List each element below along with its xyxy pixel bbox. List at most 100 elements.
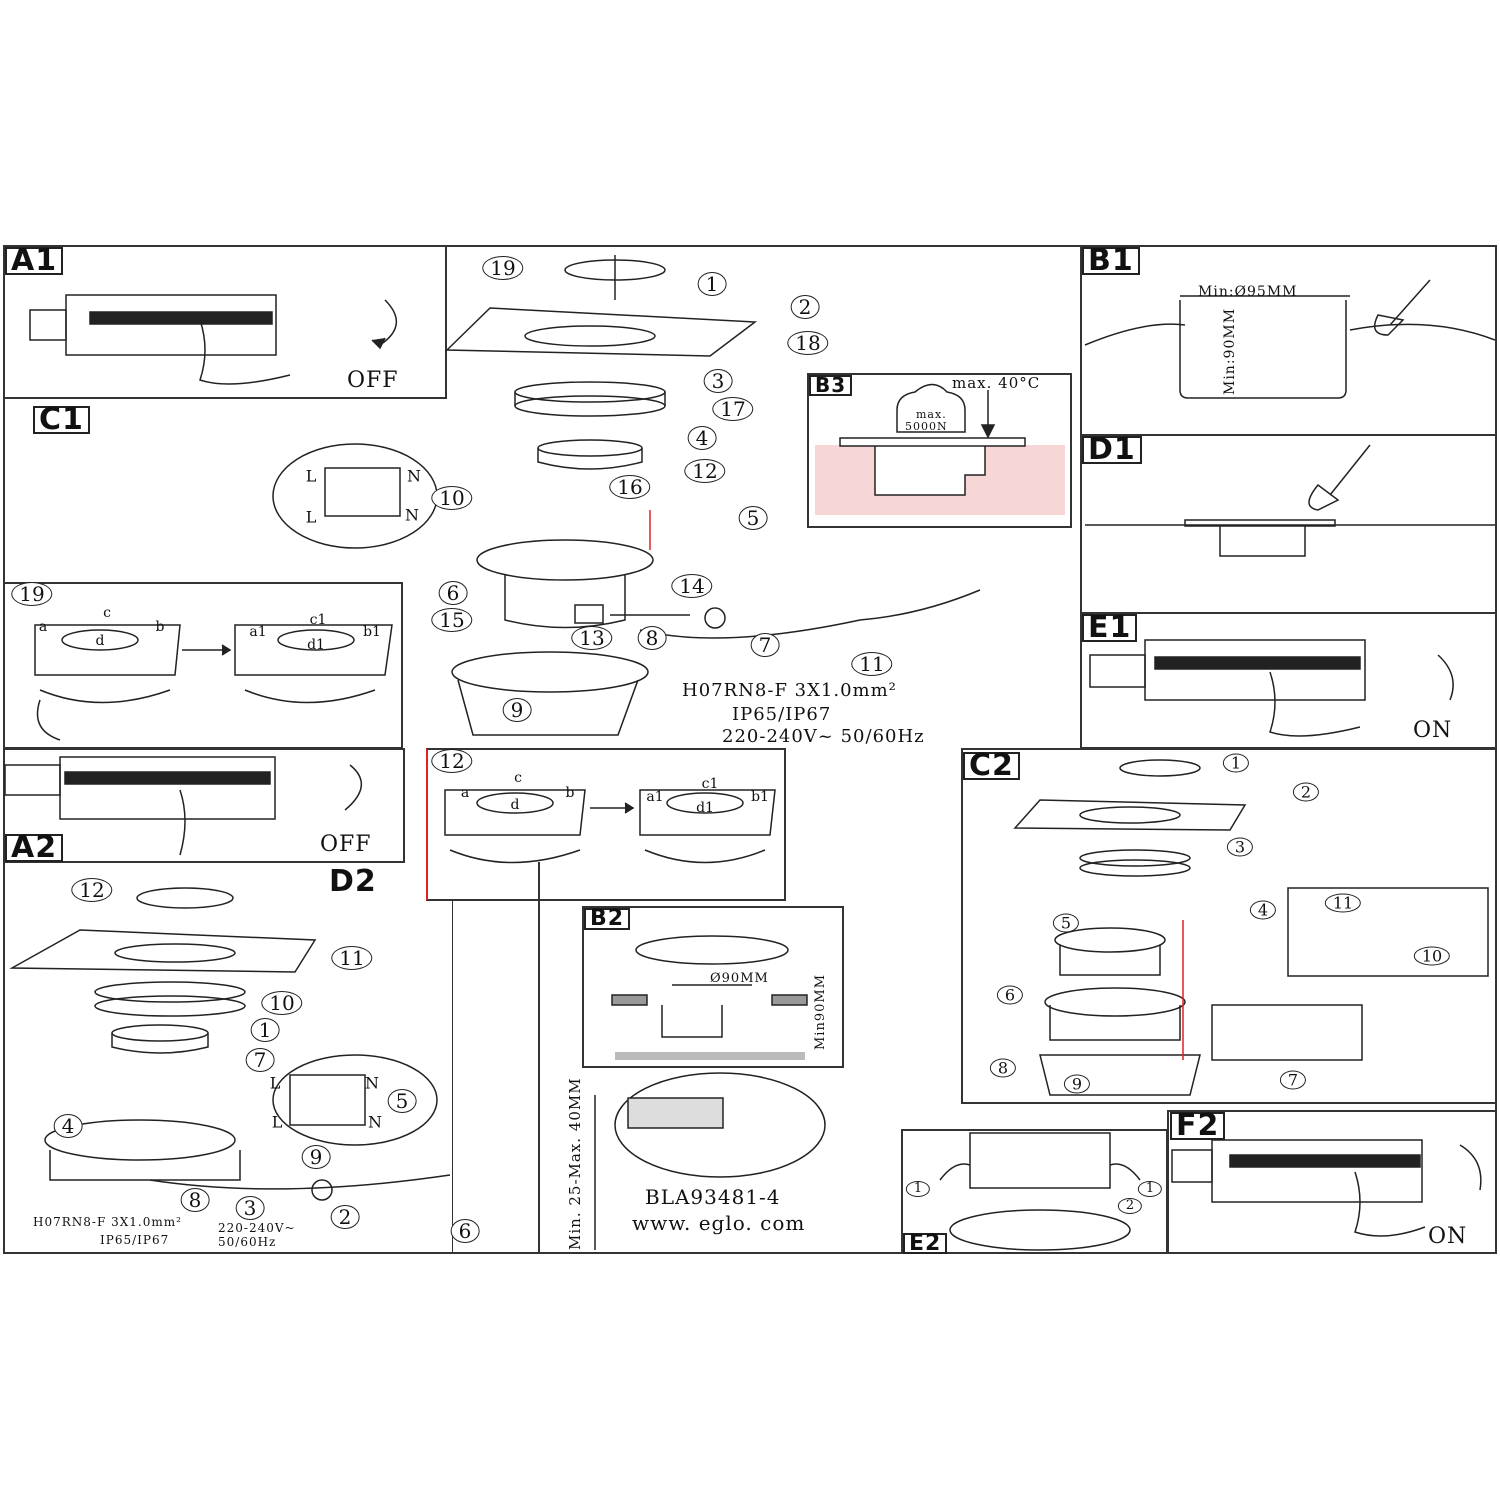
callout: 3 xyxy=(1226,837,1254,857)
screw-label: b1 xyxy=(751,789,769,805)
callout: 16 xyxy=(609,475,651,499)
cable-connection-view xyxy=(9,887,451,1201)
panel-label-c1: C1 xyxy=(33,405,90,435)
callout: 18 xyxy=(787,331,829,355)
callout: 8 xyxy=(989,1058,1017,1078)
screw-label: a1 xyxy=(646,789,664,805)
terminal-l: L xyxy=(305,507,317,527)
callout: 12 xyxy=(431,749,473,773)
voltage-spec: 220-240V~ 50/60Hz xyxy=(722,726,925,747)
cutout-diameter: Ø90MM xyxy=(710,971,769,986)
switch-state-on: ON xyxy=(1413,718,1453,743)
callout: 7 xyxy=(1279,1070,1307,1090)
callout: 8 xyxy=(637,626,667,650)
circuit-breaker-icon xyxy=(29,294,397,385)
panel-f2 xyxy=(1167,1110,1497,1254)
callout: 3 xyxy=(703,369,733,393)
cable-spec: H07RN8-F 3X1.0mm² xyxy=(682,680,897,701)
callout: 5 xyxy=(387,1089,417,1113)
terminal-n: N xyxy=(365,1073,379,1093)
lamp-exploded-view xyxy=(272,255,981,736)
callout: 4 xyxy=(687,426,717,450)
terminal-n: N xyxy=(405,505,419,525)
callout: 8 xyxy=(180,1188,210,1212)
surface-thickness: Min. 25-Max. 40MM xyxy=(566,1077,584,1250)
callout: 3 xyxy=(235,1196,265,1220)
callout: 2 xyxy=(330,1205,360,1229)
panel-label-b1: B1 xyxy=(1082,246,1140,276)
max-load: max. xyxy=(916,408,947,421)
callout: 10 xyxy=(1413,946,1451,966)
screw-label: a xyxy=(38,619,48,635)
removal-exploded-view xyxy=(1013,759,1489,1096)
terminal-l: L xyxy=(269,1073,281,1093)
callout: 9 xyxy=(502,698,532,722)
screw-label: c xyxy=(103,605,111,621)
callout: 13 xyxy=(571,626,613,650)
hole-depth: Min:90MM xyxy=(1222,307,1238,395)
ground-hole-view xyxy=(1084,279,1496,399)
callout: 12 xyxy=(684,459,726,483)
terminal-n: N xyxy=(368,1112,382,1132)
callout: 1 xyxy=(250,1018,280,1042)
terminal-n: N xyxy=(407,466,421,486)
terminal-l: L xyxy=(305,466,317,486)
ip-rating: IP65/IP67 xyxy=(100,1233,170,1247)
switch-state-on: ON xyxy=(1428,1224,1468,1249)
callout: 6 xyxy=(438,581,468,605)
callout: 7 xyxy=(750,633,780,657)
switch-state-off: OFF xyxy=(347,368,399,393)
callout: 17 xyxy=(712,397,754,421)
divider xyxy=(452,900,453,1254)
screw-label: b xyxy=(565,785,575,801)
callout: 19 xyxy=(11,582,53,606)
callout: 1 xyxy=(1222,753,1250,773)
callout: 10 xyxy=(431,486,473,510)
panel-label-d2: D2 xyxy=(329,864,377,899)
panel-label-a2: A2 xyxy=(5,833,64,863)
screw-label: d1 xyxy=(696,800,714,816)
lamp-insertion-view xyxy=(939,1132,1141,1251)
panel-label-b2: B2 xyxy=(584,908,631,930)
callout: 5 xyxy=(1052,913,1080,933)
callout: 2 xyxy=(1292,782,1320,802)
callout: 5 xyxy=(738,506,768,530)
fixing-ring-view xyxy=(34,624,776,864)
panel-b2 xyxy=(582,906,844,1068)
frequency-spec: 50/60Hz xyxy=(218,1235,277,1249)
screw-label: d xyxy=(95,633,105,649)
screw-label: b xyxy=(155,619,165,635)
panel-step12 xyxy=(426,748,786,901)
screw-label: d xyxy=(510,797,520,813)
screw-label: b1 xyxy=(363,624,381,640)
panel-b3 xyxy=(807,373,1072,528)
screw-label: c xyxy=(514,770,522,786)
load-rating-view xyxy=(815,383,1065,515)
callout: 6 xyxy=(996,985,1024,1005)
callout: 9 xyxy=(1063,1074,1091,1094)
divider xyxy=(3,862,540,1254)
callout: 7 xyxy=(245,1048,275,1072)
panel-label-d1: D1 xyxy=(1082,435,1142,465)
screw-label: c1 xyxy=(309,612,327,628)
cutout-depth: Min90MM xyxy=(813,973,828,1050)
switch-state-off: OFF xyxy=(320,832,372,857)
panel-label-b3: B3 xyxy=(809,375,853,396)
circuit-breaker-icon xyxy=(1171,1139,1482,1237)
callout: 12 xyxy=(71,878,113,902)
callout: 2 xyxy=(1117,1198,1143,1214)
hole-diameter: Min:Ø95MM xyxy=(1198,284,1298,300)
callout: 11 xyxy=(851,652,893,676)
panel-c2 xyxy=(961,748,1497,1104)
callout: 10 xyxy=(261,991,303,1015)
panel-label-f2: F2 xyxy=(1170,1111,1226,1141)
screw-label: a xyxy=(460,785,470,801)
ground-installed-view xyxy=(1085,444,1495,557)
callout: 1 xyxy=(1137,1181,1163,1197)
product-code: BLA93481-4 xyxy=(645,1185,781,1209)
panel-a2 xyxy=(3,748,405,863)
callout: 15 xyxy=(431,608,473,632)
screw-label: c1 xyxy=(701,776,719,792)
panel-a1 xyxy=(3,245,447,399)
